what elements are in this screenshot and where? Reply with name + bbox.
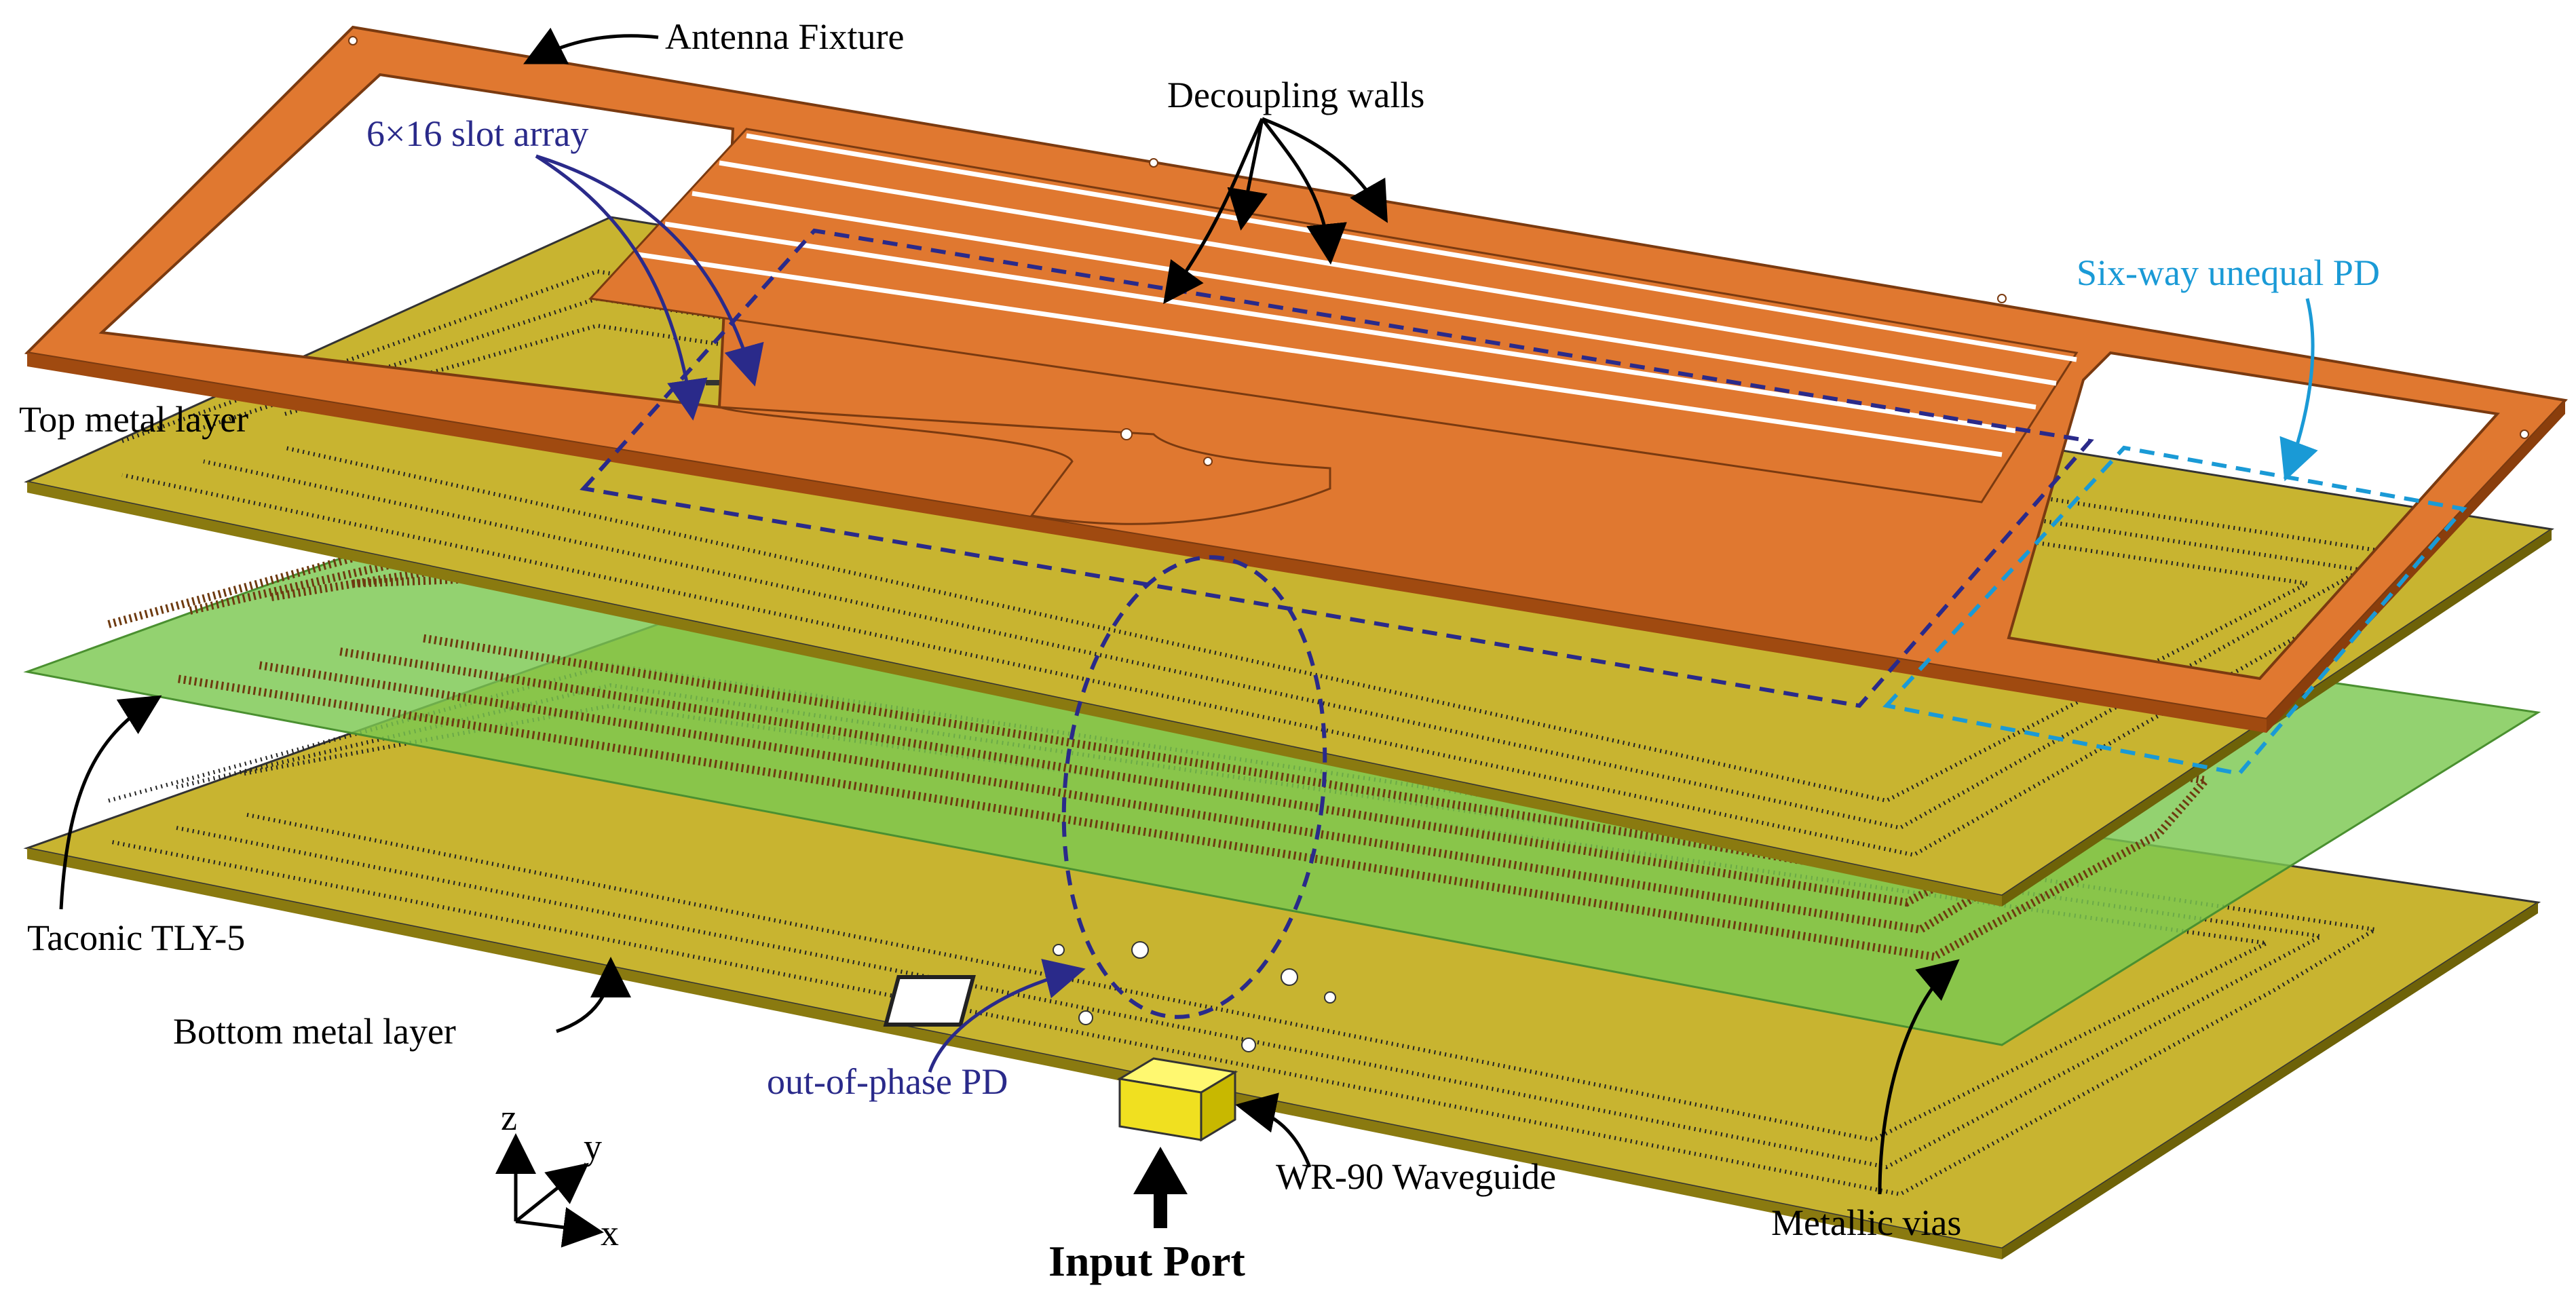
label-six-way-pd: Six-way unequal PD bbox=[2077, 252, 2380, 293]
arrow-out-of-phase-pd bbox=[928, 959, 1086, 1073]
label-out-of-phase-pd: out-of-phase PD bbox=[767, 1061, 1008, 1102]
arrow-decoupling-wall-2 bbox=[1227, 118, 1268, 231]
label-axis-y: y bbox=[584, 1126, 602, 1167]
arrow-decoupling-wall-1 bbox=[1163, 117, 1264, 305]
arrow-slot-array-2 bbox=[535, 154, 764, 387]
arrow-six-way-pd bbox=[2279, 298, 2318, 482]
label-axis-z: z bbox=[501, 1097, 517, 1138]
arrow-metallic-vias bbox=[1878, 959, 1960, 1195]
label-input-port: Input Port bbox=[1048, 1237, 1246, 1285]
arrow-wr90 bbox=[1235, 1092, 1312, 1168]
arrow-antenna-fixture bbox=[523, 27, 659, 64]
out-of-phase-pd-region bbox=[1061, 555, 1327, 1019]
arrow-decoupling-wall-3 bbox=[1260, 117, 1347, 265]
arrow-slot-array-1 bbox=[535, 154, 708, 421]
label-decoupling-walls: Decoupling walls bbox=[1167, 75, 1424, 115]
arrow-decoupling-wall-4 bbox=[1262, 117, 1388, 223]
label-top-metal-layer: Top metal layer bbox=[19, 399, 248, 440]
label-wr90-waveguide: WR-90 Waveguide bbox=[1276, 1156, 1556, 1197]
six-way-pd-region bbox=[1882, 445, 2467, 776]
arrow-bottom-metal-layer bbox=[556, 957, 631, 1033]
label-metallic-vias: Metallic vias bbox=[1771, 1202, 1961, 1243]
arrow-taconic bbox=[59, 695, 162, 910]
axis-triad bbox=[495, 1133, 604, 1248]
label-slot-array: 6×16 slot array bbox=[366, 113, 588, 154]
input-port-arrow bbox=[1133, 1147, 1188, 1228]
label-taconic: Taconic TLY-5 bbox=[27, 917, 245, 958]
wr90-waveguide bbox=[883, 975, 1238, 1142]
label-antenna-fixture: Antenna Fixture bbox=[665, 16, 904, 57]
slot-array-region bbox=[580, 228, 2094, 708]
label-bottom-metal-layer: Bottom metal layer bbox=[173, 1011, 456, 1052]
label-axis-x: x bbox=[601, 1213, 619, 1253]
